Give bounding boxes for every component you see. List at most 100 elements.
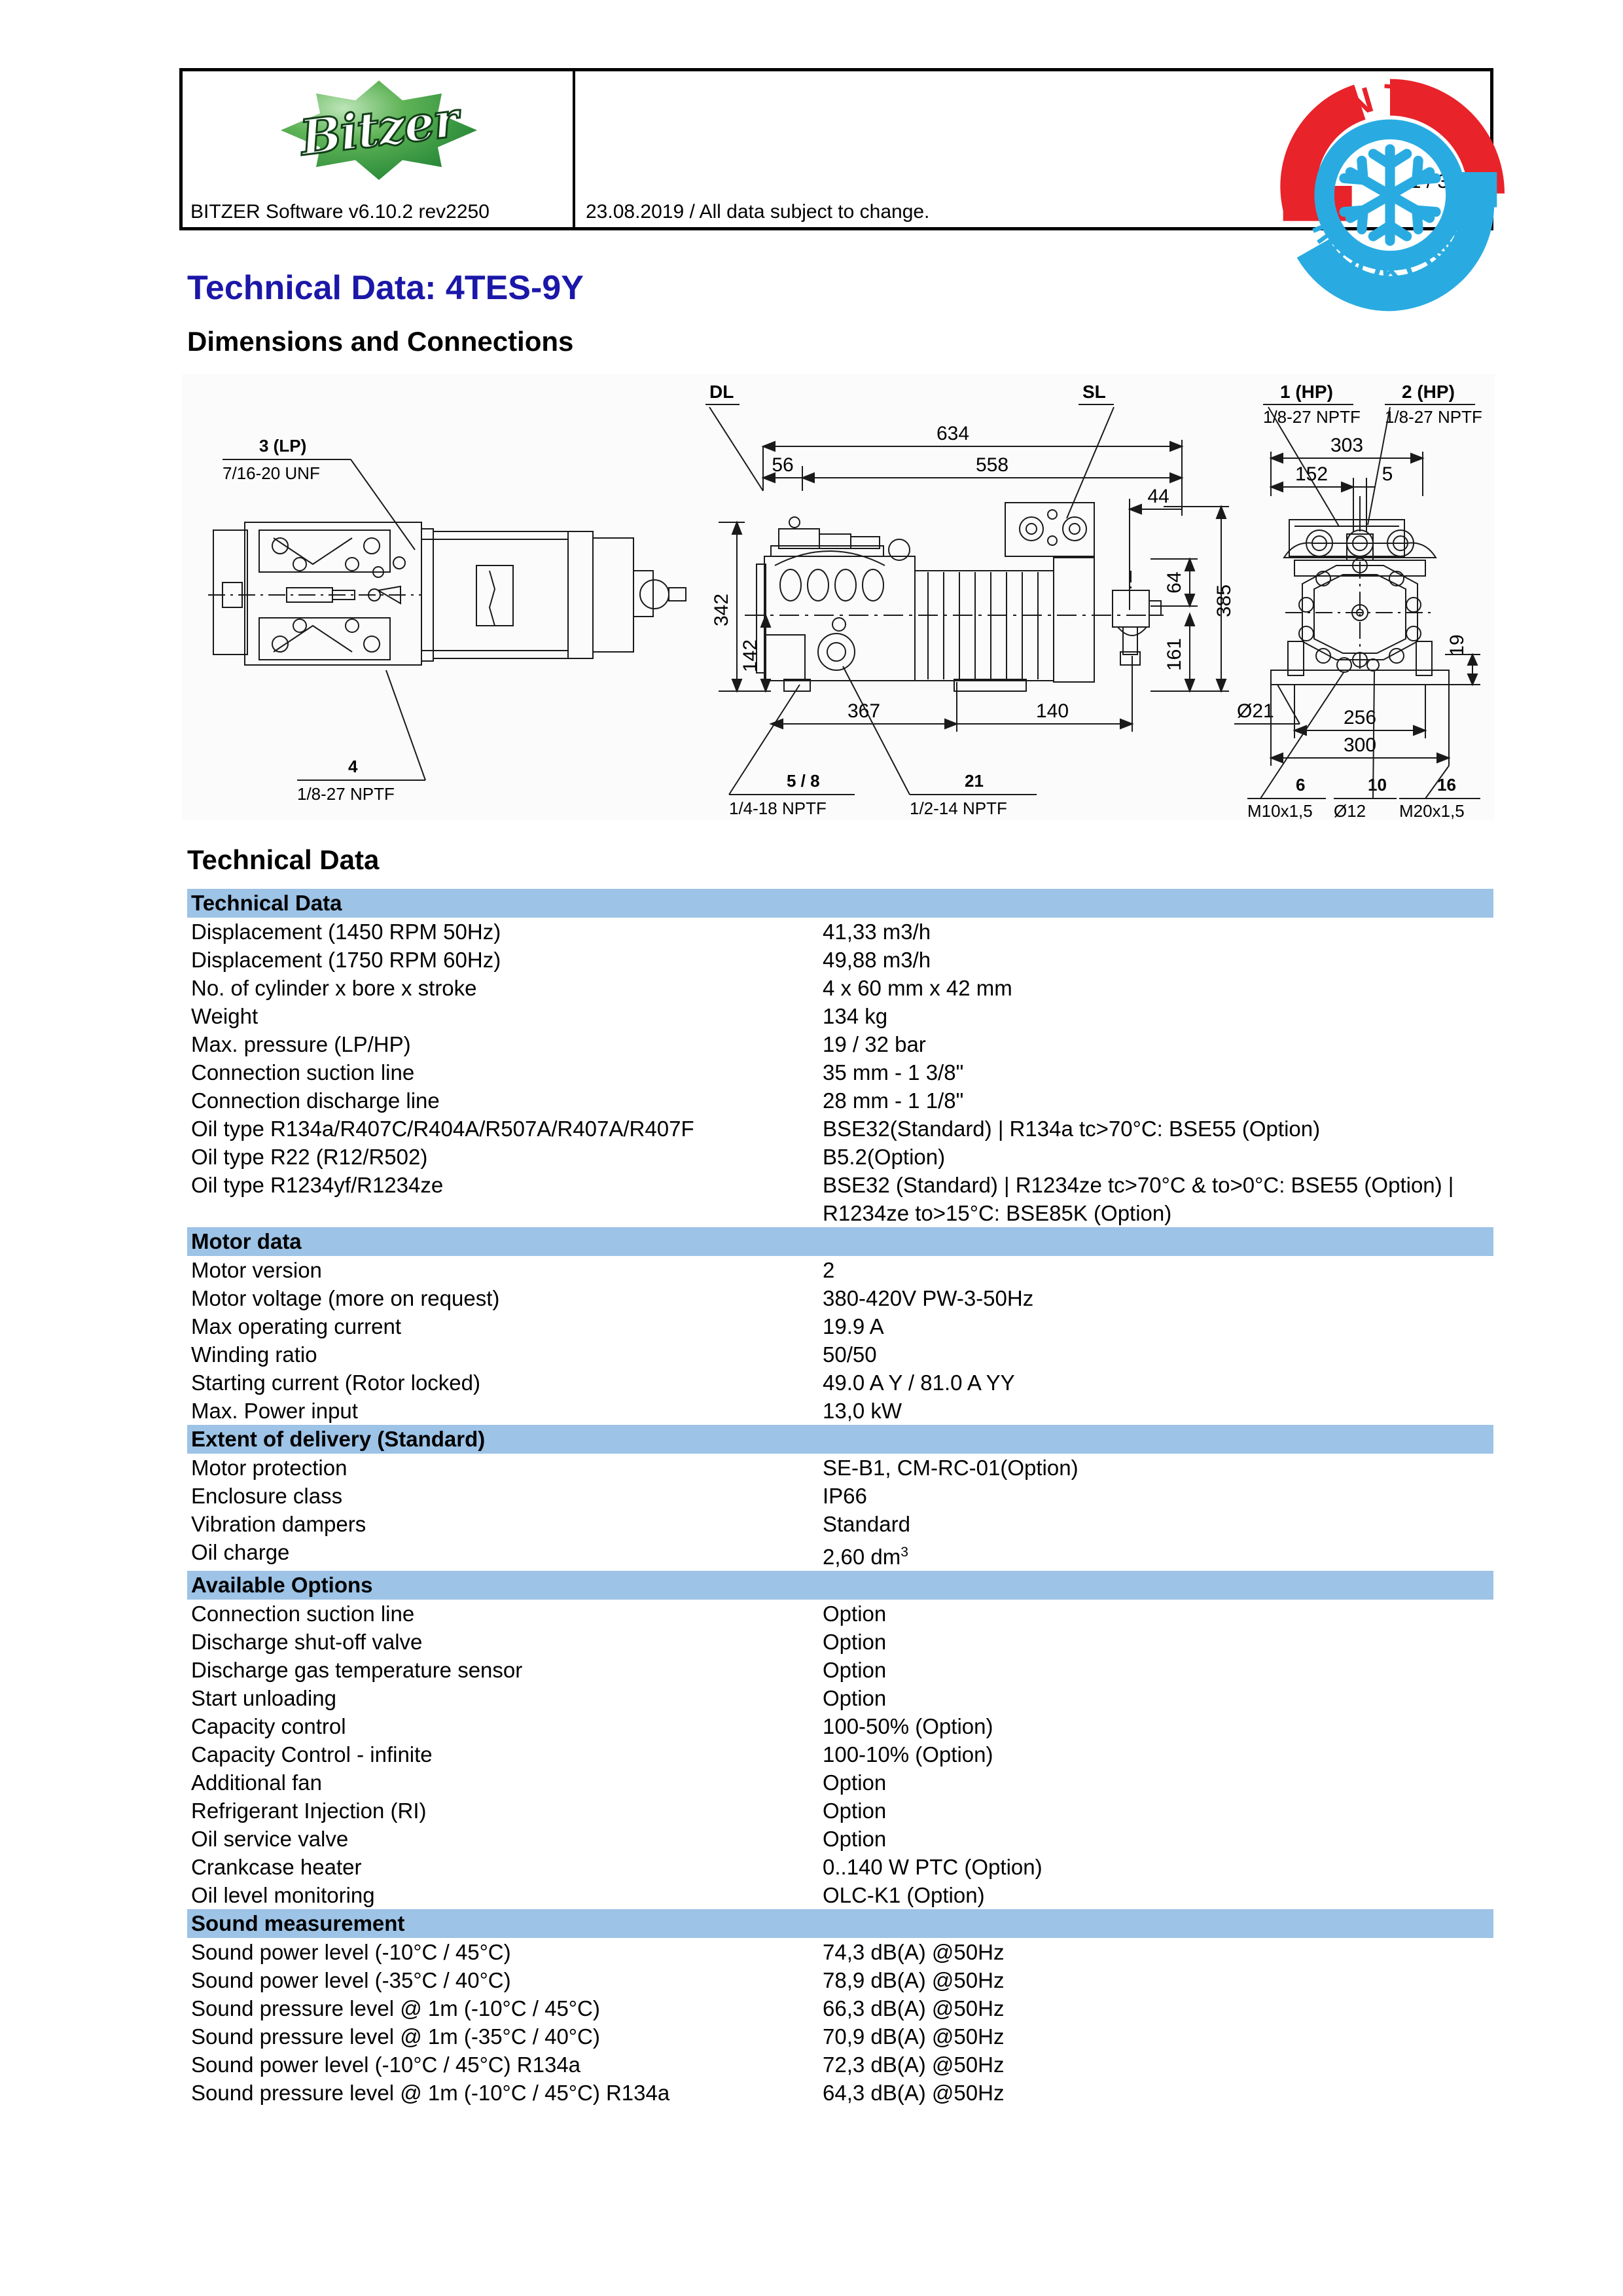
svg-text:5: 5	[1382, 463, 1393, 485]
row-label: Start unloading	[191, 1686, 336, 1710]
row-value: 13,0 kW	[823, 1399, 902, 1423]
row-value: 100-50% (Option)	[823, 1714, 993, 1738]
svg-text:2 (HP): 2 (HP)	[1402, 382, 1455, 402]
row-value: Standard	[823, 1512, 910, 1536]
table-section-header: Extent of delivery (Standard)	[187, 1425, 1493, 1454]
drawing-view-left: 3 (LP) 7/16-20 UNF	[208, 436, 687, 804]
row-value: 49.0 A Y / 81.0 A YY	[823, 1371, 1015, 1395]
compressor-drawings: 3 (LP) 7/16-20 UNF	[208, 382, 1482, 819]
table-row: Capacity Control - infinite 100-10% (Opti…	[187, 1740, 1493, 1768]
row-value: Option	[823, 1799, 887, 1823]
dimensions-subtitle: Dimensions and Connections	[187, 326, 574, 357]
svg-text:634: 634	[936, 423, 969, 444]
row-value: 50/50	[823, 1342, 877, 1367]
row-label: Oil type R22 (R12/R502)	[191, 1145, 428, 1169]
svg-text:1/8-27 NPTF: 1/8-27 NPTF	[297, 784, 395, 804]
svg-text:303: 303	[1330, 435, 1363, 456]
row-value: 19 / 32 bar	[823, 1032, 926, 1056]
svg-text:385: 385	[1213, 584, 1235, 617]
row-label: Starting current (Rotor locked)	[191, 1371, 481, 1395]
row-label: Oil level monitoring	[191, 1883, 375, 1907]
header-logo-cell: Bitzer BITZER Software v6.10.2 rev2250	[183, 71, 575, 227]
row-label: Connection suction line	[191, 1060, 415, 1085]
svg-text:161: 161	[1164, 638, 1185, 671]
snowflake-icon	[1339, 144, 1441, 246]
row-value: Option	[823, 1630, 887, 1654]
drawing-view-middle: DL SL 634 558	[705, 382, 1235, 818]
row-label: Max operating current	[191, 1314, 401, 1338]
row-value: 72,3 dB(A) @50Hz	[823, 2053, 1005, 2077]
row-label: Oil type R1234yf/R1234ze	[191, 1173, 444, 1197]
row-label: Additional fan	[191, 1770, 322, 1795]
table-row: Max. pressure (LP/HP) 19 / 32 bar	[187, 1030, 1493, 1058]
svg-text:44: 44	[1147, 486, 1169, 507]
svg-text:342: 342	[711, 594, 732, 626]
row-label: No. of cylinder x bore x stroke	[191, 976, 477, 1000]
row-value: 28 mm - 1 1/8"	[823, 1088, 964, 1113]
svg-text:3 (LP): 3 (LP)	[259, 436, 306, 456]
svg-text:10: 10	[1368, 775, 1387, 795]
row-label: Motor version	[191, 1258, 322, 1282]
svg-text:Ø21: Ø21	[1237, 700, 1274, 722]
row-value: IP66	[823, 1484, 867, 1508]
svg-text:152: 152	[1295, 463, 1328, 485]
table-section-header: Available Options	[187, 1571, 1493, 1600]
technical-data-heading: Technical Data	[187, 844, 380, 875]
document-header: Bitzer BITZER Software v6.10.2 rev2250 2…	[179, 68, 1493, 230]
table-row: Starting current (Rotor locked) 49.0 A Y …	[187, 1369, 1493, 1397]
table-row: Sound pressure level @ 1m (-10°C / 45°C)…	[187, 2079, 1493, 2107]
svg-text:367: 367	[847, 700, 880, 722]
row-label: Sound pressure level @ 1m (-10°C / 45°C)	[191, 1996, 600, 2020]
table-row: Oil charge 2,60 dm3	[187, 1538, 1493, 1571]
row-value: Option	[823, 1827, 887, 1851]
row-label: Sound pressure level @ 1m (-35°C / 40°C)	[191, 2024, 600, 2049]
page-title: Technical Data: 4TES-9Y	[187, 269, 584, 307]
svg-text:1/8-27 NPTF: 1/8-27 NPTF	[1263, 407, 1361, 427]
row-value: 74,3 dB(A) @50Hz	[823, 1940, 1005, 1964]
row-label: Vibration dampers	[191, 1512, 366, 1536]
row-label: Capacity Control - infinite	[191, 1742, 433, 1767]
svg-text:M10x1,5: M10x1,5	[1247, 801, 1313, 819]
row-label: Sound power level (-10°C / 45°C)	[191, 1940, 511, 1964]
row-value: 380-420V PW-3-50Hz	[823, 1286, 1034, 1310]
row-label: Max. pressure (LP/HP)	[191, 1032, 411, 1056]
table-row: Oil type R134a/R407C/R404A/R507A/R407A/R…	[187, 1115, 1493, 1143]
table-row: Vibration dampers Standard	[187, 1510, 1493, 1538]
row-value: 100-10% (Option)	[823, 1742, 993, 1767]
row-value: Option	[823, 1658, 887, 1682]
row-label: Motor protection	[191, 1456, 348, 1480]
row-value: 0..140 W PTC (Option)	[823, 1855, 1043, 1879]
row-value: 35 mm - 1 3/8"	[823, 1060, 964, 1085]
svg-text:6: 6	[1296, 775, 1305, 795]
row-value: Option	[823, 1686, 887, 1710]
row-label: Weight	[191, 1004, 259, 1028]
svg-text:142: 142	[740, 639, 761, 672]
dimensions-drawing: 3 (LP) 7/16-20 UNF	[182, 374, 1495, 819]
row-label: Oil charge	[191, 1540, 290, 1564]
bitzer-logo: Bitzer	[183, 75, 575, 185]
svg-text:558: 558	[976, 454, 1008, 476]
svg-text:64: 64	[1164, 571, 1185, 593]
svg-text:4: 4	[348, 757, 358, 776]
row-label: Discharge gas temperature sensor	[191, 1658, 523, 1682]
svg-text:140: 140	[1036, 700, 1069, 722]
row-value: 41,33 m3/h	[823, 920, 931, 944]
row-label: Displacement (1450 RPM 50Hz)	[191, 920, 501, 944]
row-value: 2,60 dm3	[823, 1545, 908, 1569]
